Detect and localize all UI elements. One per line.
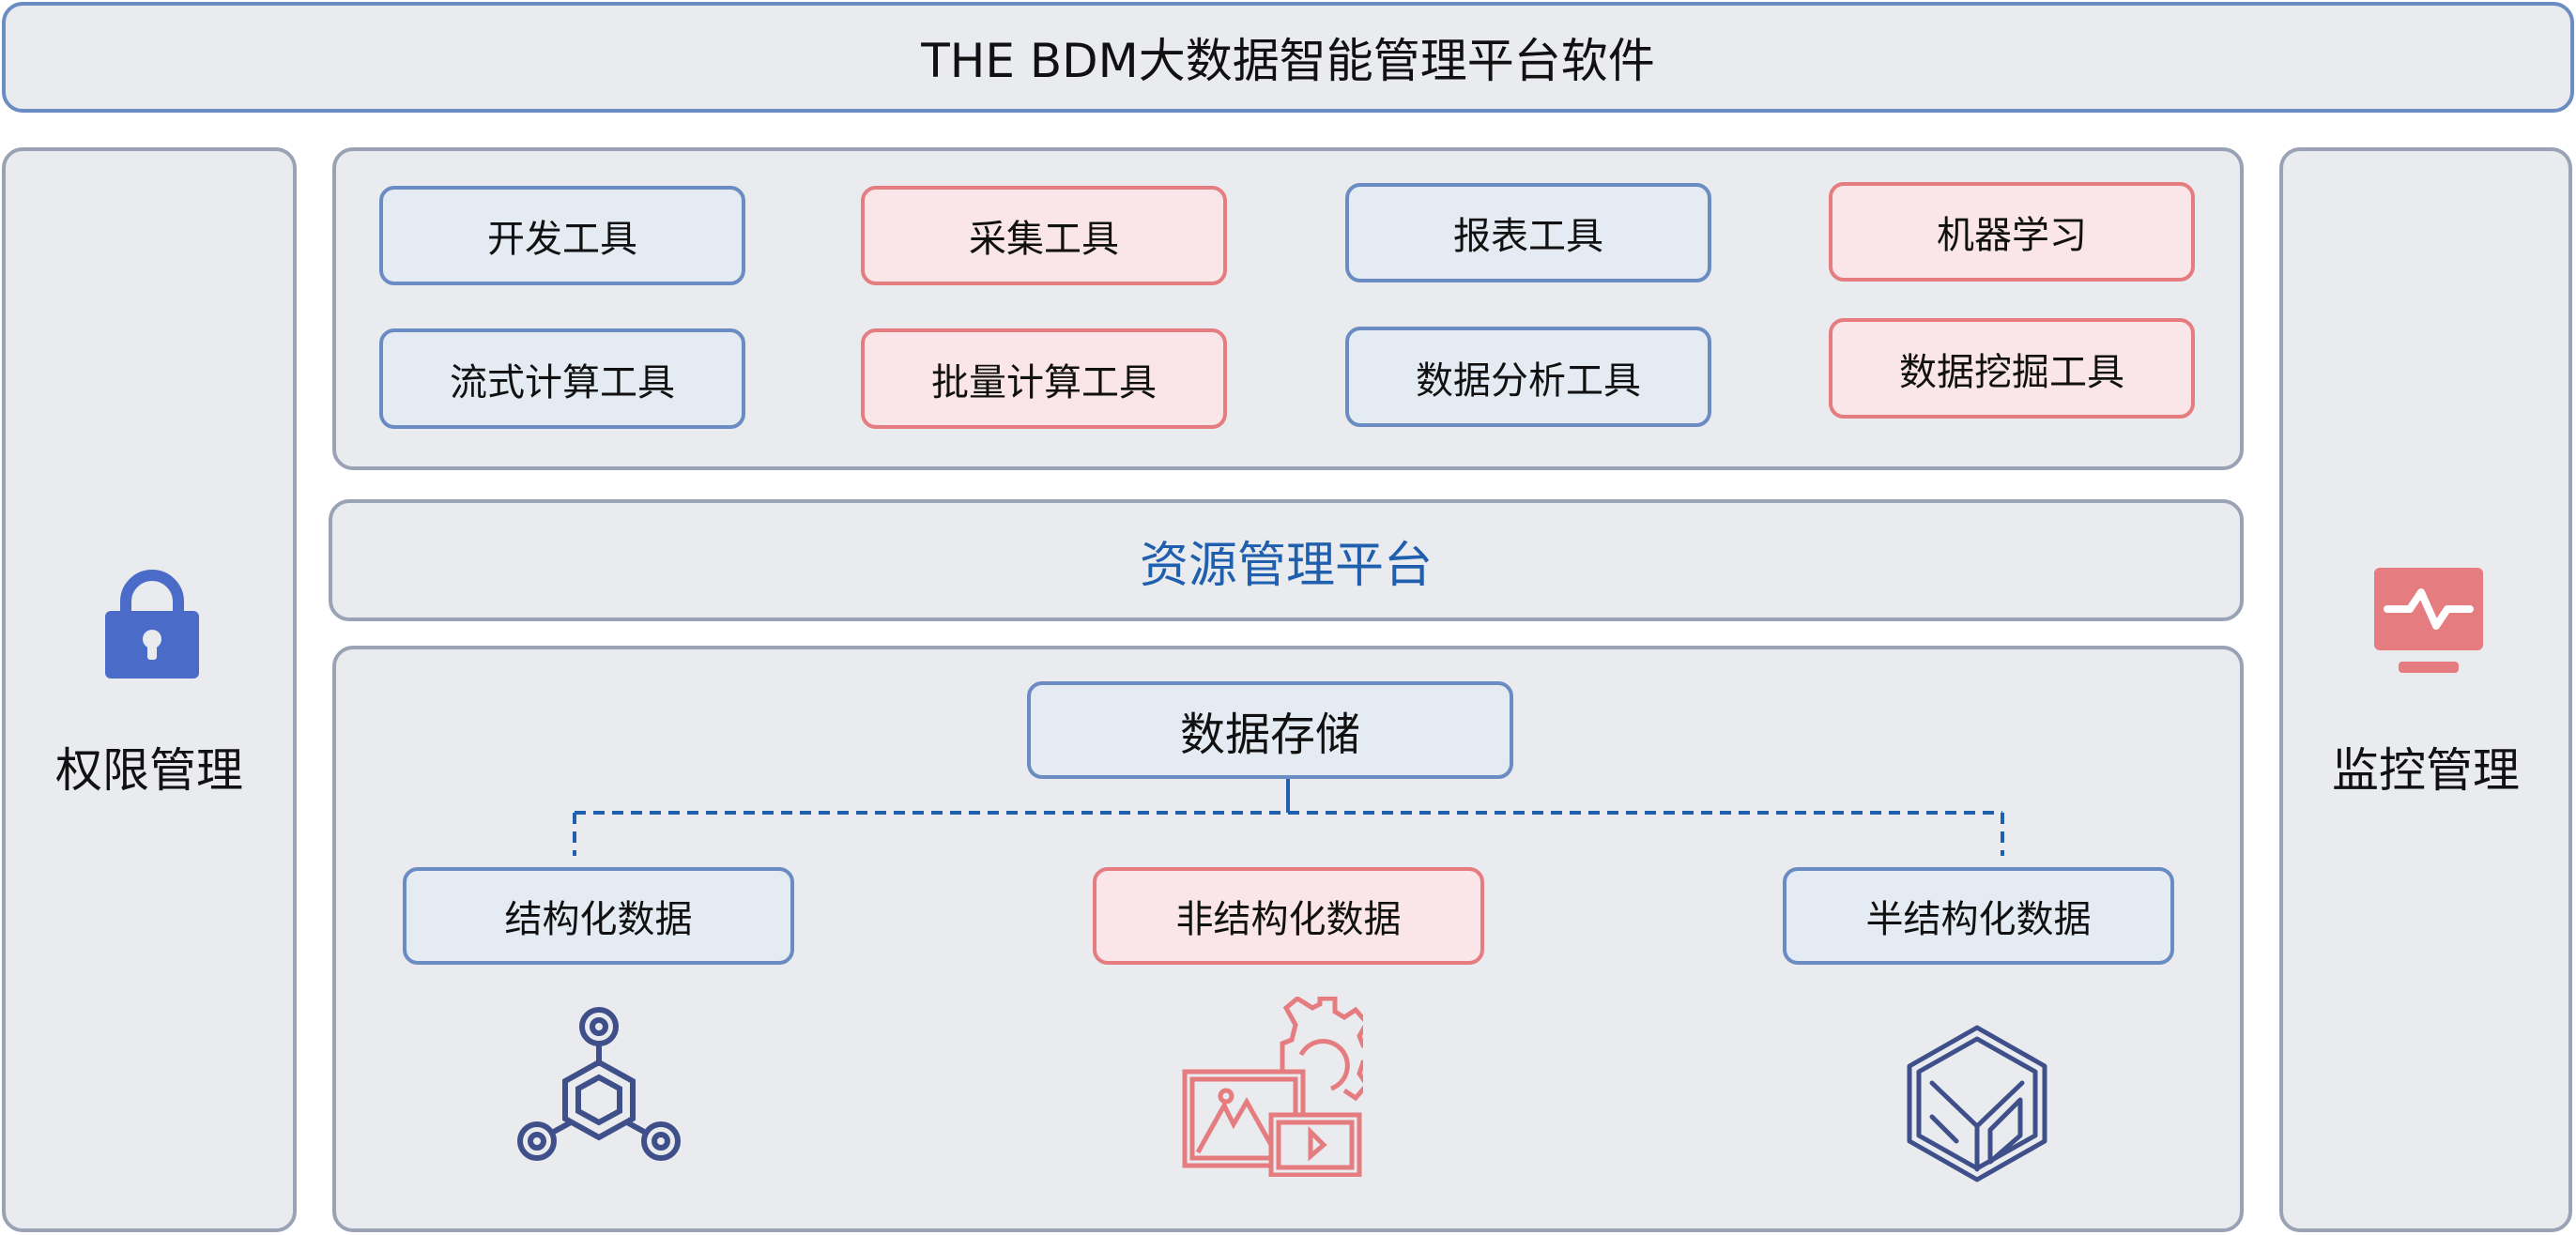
tool-label: 机器学习 (1937, 214, 2087, 257)
tool-collect[interactable]: 采集工具 (861, 186, 1227, 285)
storage-child-label: 结构化数据 (504, 898, 693, 941)
tool-stream-compute[interactable]: 流式计算工具 (379, 328, 745, 429)
tool-data-mining[interactable]: 数据挖掘工具 (1829, 318, 2195, 419)
tool-label: 采集工具 (969, 218, 1119, 261)
media-gear-icon (1182, 997, 1363, 1177)
monitoring-management-label: 监控管理 (2332, 743, 2520, 798)
resource-platform-label: 资源管理平台 (1139, 537, 1433, 594)
storage-child-label: 半结构化数据 (1865, 898, 2092, 941)
lock-icon (105, 570, 199, 678)
tool-label: 数据分析工具 (1416, 358, 1641, 403)
storage-root-label: 数据存储 (1179, 709, 1360, 761)
platform-title-bar: THE BDM大数据智能管理平台软件 (2, 2, 2574, 113)
structured-data-box[interactable]: 结构化数据 (403, 867, 794, 965)
unstructured-data-box[interactable]: 非结构化数据 (1093, 867, 1484, 965)
permission-management-panel: 权限管理 (2, 147, 297, 1232)
permission-management-label: 权限管理 (55, 743, 243, 798)
monitor-pulse-icon (2374, 568, 2483, 673)
data-storage-root: 数据存储 (1027, 681, 1513, 779)
tool-label: 流式计算工具 (450, 360, 675, 404)
molecule-network-icon (517, 1007, 681, 1161)
platform-title: THE BDM大数据智能管理平台软件 (921, 34, 1655, 88)
tool-dev[interactable]: 开发工具 (379, 186, 745, 285)
tool-report[interactable]: 报表工具 (1345, 183, 1711, 282)
tool-label: 开发工具 (487, 218, 637, 261)
tool-machine-learning[interactable]: 机器学习 (1829, 182, 2195, 282)
hexagon-cube-icon (1907, 1025, 2047, 1182)
storage-child-label: 非结构化数据 (1175, 898, 1402, 941)
monitoring-management-panel: 监控管理 (2279, 147, 2572, 1232)
tool-data-analysis[interactable]: 数据分析工具 (1345, 327, 1711, 427)
tool-label: 批量计算工具 (931, 360, 1157, 404)
tool-label: 报表工具 (1453, 215, 1603, 258)
tool-batch-compute[interactable]: 批量计算工具 (861, 328, 1227, 429)
tool-label: 数据挖掘工具 (1899, 350, 2124, 394)
semi-structured-data-box[interactable]: 半结构化数据 (1783, 867, 2174, 965)
resource-management-platform: 资源管理平台 (329, 499, 2244, 621)
